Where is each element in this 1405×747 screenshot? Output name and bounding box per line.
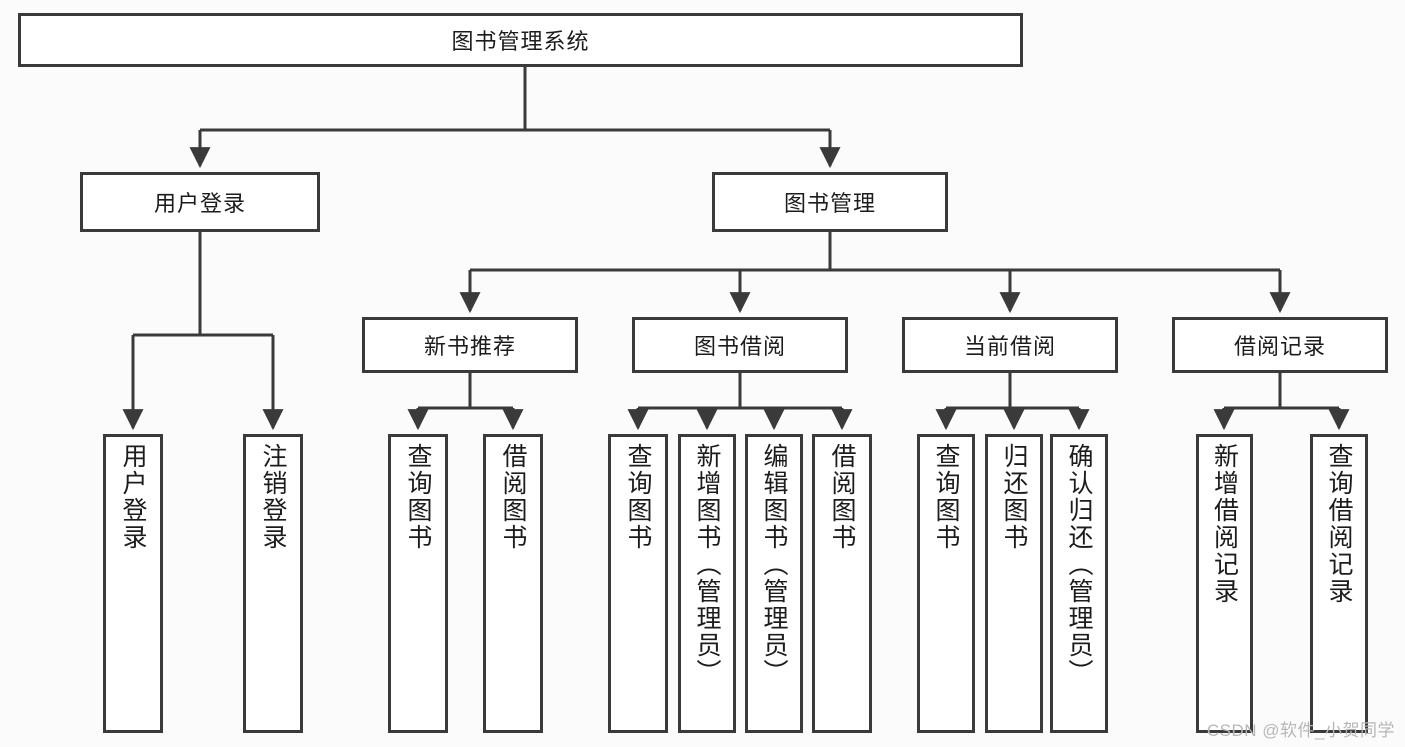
leaf-label: 查询借阅记录 (1325, 443, 1353, 605)
leaf-borrow-book[interactable]: 借阅图书 (812, 434, 872, 733)
leaf-add-borrow-record[interactable]: 新增借阅记录 (1196, 434, 1253, 733)
node-borrow-records[interactable]: 借阅记录 (1172, 317, 1388, 373)
leaf-label: 用户登录 (119, 443, 147, 551)
node-book-management[interactable]: 图书管理 (712, 172, 948, 232)
leaf-label: 查询图书 (932, 443, 960, 551)
leaf-add-book-admin[interactable]: 新增图书（管理员） (678, 434, 736, 733)
leaf-label: 借阅图书 (828, 443, 856, 551)
node-user-login-label: 用户登录 (153, 191, 246, 216)
leaf-confirm-return-admin[interactable]: 确认归还（管理员） (1050, 434, 1108, 733)
node-book-borrowing[interactable]: 图书借阅 (632, 317, 848, 373)
leaf-label: 查询图书 (404, 443, 432, 551)
node-book-management-label: 图书管理 (783, 191, 876, 216)
leaf-label: 借阅图书 (499, 443, 527, 551)
node-current-borrowing-label: 当前借阅 (963, 334, 1056, 359)
node-current-borrowing[interactable]: 当前借阅 (902, 317, 1118, 373)
leaf-label: 新增借阅记录 (1210, 443, 1239, 605)
leaf-label: 确认归还（管理员） (1065, 443, 1093, 686)
watermark: CSDN @软件_小贺同学 (1206, 721, 1395, 740)
leaf-query-borrow-record[interactable]: 查询借阅记录 (1310, 434, 1368, 733)
node-book-borrowing-label: 图书借阅 (693, 334, 786, 359)
leaf-edit-book-admin[interactable]: 编辑图书（管理员） (745, 434, 803, 733)
leaf-user-login[interactable]: 用户登录 (103, 434, 163, 733)
leaf-label: 注销登录 (259, 443, 287, 551)
node-root[interactable]: 图书管理系统 (18, 13, 1023, 67)
leaf-query-books-recommend[interactable]: 查询图书 (388, 434, 448, 733)
leaf-label: 新增图书（管理员） (693, 443, 721, 686)
leaf-logout[interactable]: 注销登录 (243, 434, 303, 733)
leaf-label: 归还图书 (1000, 443, 1028, 551)
node-borrow-records-label: 借阅记录 (1233, 334, 1326, 359)
node-new-book-recommendation-label: 新书推荐 (423, 334, 516, 359)
leaf-query-books-current[interactable]: 查询图书 (917, 434, 975, 733)
leaf-borrow-books-recommend[interactable]: 借阅图书 (483, 434, 543, 733)
leaf-return-book[interactable]: 归还图书 (985, 434, 1043, 733)
leaf-label: 编辑图书（管理员） (760, 443, 788, 686)
leaf-label: 查询图书 (624, 443, 652, 551)
leaf-query-books-borrowing[interactable]: 查询图书 (608, 434, 668, 733)
node-root-label: 图书管理系统 (451, 29, 590, 54)
node-user-login[interactable]: 用户登录 (80, 172, 320, 232)
node-new-book-recommendation[interactable]: 新书推荐 (362, 317, 578, 373)
